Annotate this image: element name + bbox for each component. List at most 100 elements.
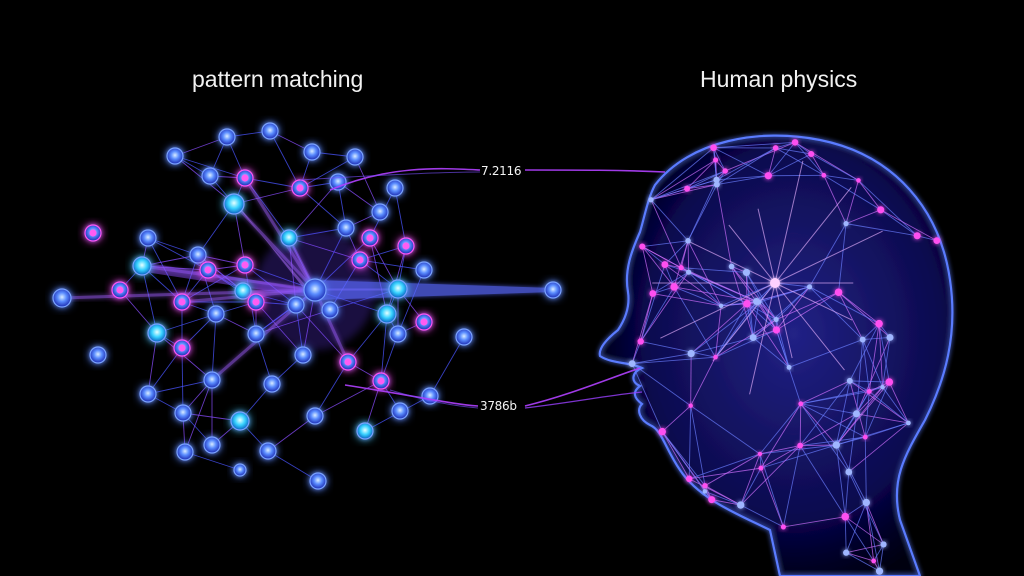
head-mesh-edge bbox=[642, 240, 689, 248]
head-mesh-node bbox=[772, 145, 779, 151]
head-mesh-edge bbox=[856, 386, 883, 415]
network-node bbox=[176, 443, 194, 461]
head-mesh-edge bbox=[746, 303, 777, 320]
head-mesh-edge bbox=[776, 286, 810, 331]
network-node bbox=[52, 288, 72, 308]
head-mesh-edge bbox=[650, 199, 689, 242]
head-mesh-edge bbox=[800, 380, 851, 405]
head-mesh-node bbox=[713, 157, 719, 163]
head-mesh-edge bbox=[746, 303, 754, 338]
head-mesh-edge bbox=[715, 303, 748, 358]
head-mesh-edge bbox=[760, 444, 837, 469]
head-mesh-edge bbox=[687, 240, 690, 273]
head-mesh-edge bbox=[810, 153, 825, 176]
head-mesh-edge bbox=[711, 499, 741, 506]
head-mesh-edge bbox=[661, 431, 690, 480]
head-mesh-node bbox=[786, 364, 792, 370]
head-mesh-edge bbox=[858, 180, 918, 237]
brain-ray bbox=[712, 282, 776, 362]
head-mesh-edge bbox=[882, 386, 909, 424]
head-mesh-edge bbox=[650, 147, 714, 201]
head-mesh-edge bbox=[799, 403, 802, 446]
head-mesh-node bbox=[737, 501, 745, 509]
head-mesh-node bbox=[773, 317, 779, 323]
brain-ray bbox=[774, 282, 793, 359]
head-mesh-node bbox=[859, 336, 866, 343]
network-node bbox=[455, 328, 473, 346]
head-mesh-edge bbox=[775, 147, 825, 176]
head-mesh-node bbox=[906, 420, 911, 426]
head-mesh-edge bbox=[716, 147, 776, 185]
head-mesh-edge bbox=[844, 516, 875, 562]
hub-beam bbox=[315, 280, 553, 300]
head-mesh-edge bbox=[864, 381, 890, 438]
head-mesh-edge bbox=[799, 445, 846, 517]
head-mesh-edge bbox=[878, 323, 890, 383]
head-mesh-node bbox=[688, 403, 693, 408]
network-node bbox=[356, 422, 374, 440]
head-neural-mesh bbox=[628, 139, 941, 575]
head-mesh-edge bbox=[767, 142, 796, 177]
head-mesh-edge bbox=[809, 286, 880, 325]
head-mesh-edge bbox=[768, 153, 812, 177]
head-mesh-edge bbox=[650, 159, 716, 201]
network-node bbox=[218, 128, 236, 146]
brain-ray bbox=[757, 208, 776, 284]
head-mesh-edge bbox=[731, 266, 777, 331]
connecting-links bbox=[299, 167, 666, 409]
network-node bbox=[247, 325, 265, 343]
head-mesh-edge bbox=[715, 329, 777, 358]
head-mesh-edge bbox=[865, 422, 909, 438]
head-mesh-edge bbox=[838, 223, 847, 293]
head-mesh-edge bbox=[783, 516, 846, 528]
pattern-matching-title: pattern matching bbox=[192, 66, 364, 92]
head-mesh-edge bbox=[661, 431, 706, 486]
head-mesh-node bbox=[772, 326, 781, 334]
head-mesh-edge bbox=[687, 179, 717, 242]
head-mesh-edge bbox=[794, 142, 825, 176]
head-mesh-edge bbox=[760, 403, 802, 469]
head-mesh-edge bbox=[631, 363, 663, 432]
head-mesh-edge bbox=[631, 293, 654, 364]
network-node bbox=[203, 436, 221, 454]
head-mesh-edge bbox=[835, 391, 870, 446]
head-mesh-edge bbox=[835, 444, 846, 517]
network-node bbox=[189, 246, 207, 264]
head-mesh-edge bbox=[776, 291, 839, 331]
head-mesh-edge bbox=[800, 403, 850, 473]
head-mesh-node bbox=[843, 549, 850, 556]
head-mesh-edge bbox=[794, 141, 812, 155]
head-mesh-edge bbox=[740, 467, 762, 506]
node-core bbox=[241, 174, 249, 182]
head-mesh-edge bbox=[809, 223, 847, 288]
head-mesh-edge bbox=[865, 502, 880, 572]
head-mesh-edge bbox=[800, 436, 866, 447]
head-mesh-edge bbox=[687, 240, 722, 306]
head-mesh-edge bbox=[846, 552, 874, 562]
node-core bbox=[241, 261, 249, 269]
head-mesh-edge bbox=[740, 453, 761, 506]
head-mesh-node bbox=[713, 176, 720, 183]
network-node bbox=[386, 179, 404, 197]
head-mesh-node bbox=[637, 338, 644, 345]
head-mesh-node bbox=[877, 206, 885, 214]
head-mesh-node bbox=[749, 334, 757, 342]
head-mesh-edge bbox=[845, 180, 859, 224]
head-mesh-node bbox=[871, 558, 877, 564]
head-mesh-edge bbox=[715, 305, 722, 358]
head-mesh-edge bbox=[758, 301, 777, 320]
head-mesh-edge bbox=[846, 544, 884, 554]
network-edge bbox=[184, 379, 213, 453]
head-mesh-edge bbox=[800, 444, 837, 447]
head-mesh-edge bbox=[746, 272, 748, 304]
head-mesh-node bbox=[791, 139, 799, 146]
network-node bbox=[377, 304, 397, 324]
network-node bbox=[389, 325, 407, 343]
head-mesh-edge bbox=[868, 323, 880, 392]
head-mesh-edge bbox=[650, 179, 717, 201]
head-mesh-node bbox=[753, 297, 760, 305]
head-mesh-edge bbox=[800, 403, 866, 438]
head-mesh-edge bbox=[746, 303, 790, 368]
head-mesh-edge bbox=[664, 264, 722, 307]
